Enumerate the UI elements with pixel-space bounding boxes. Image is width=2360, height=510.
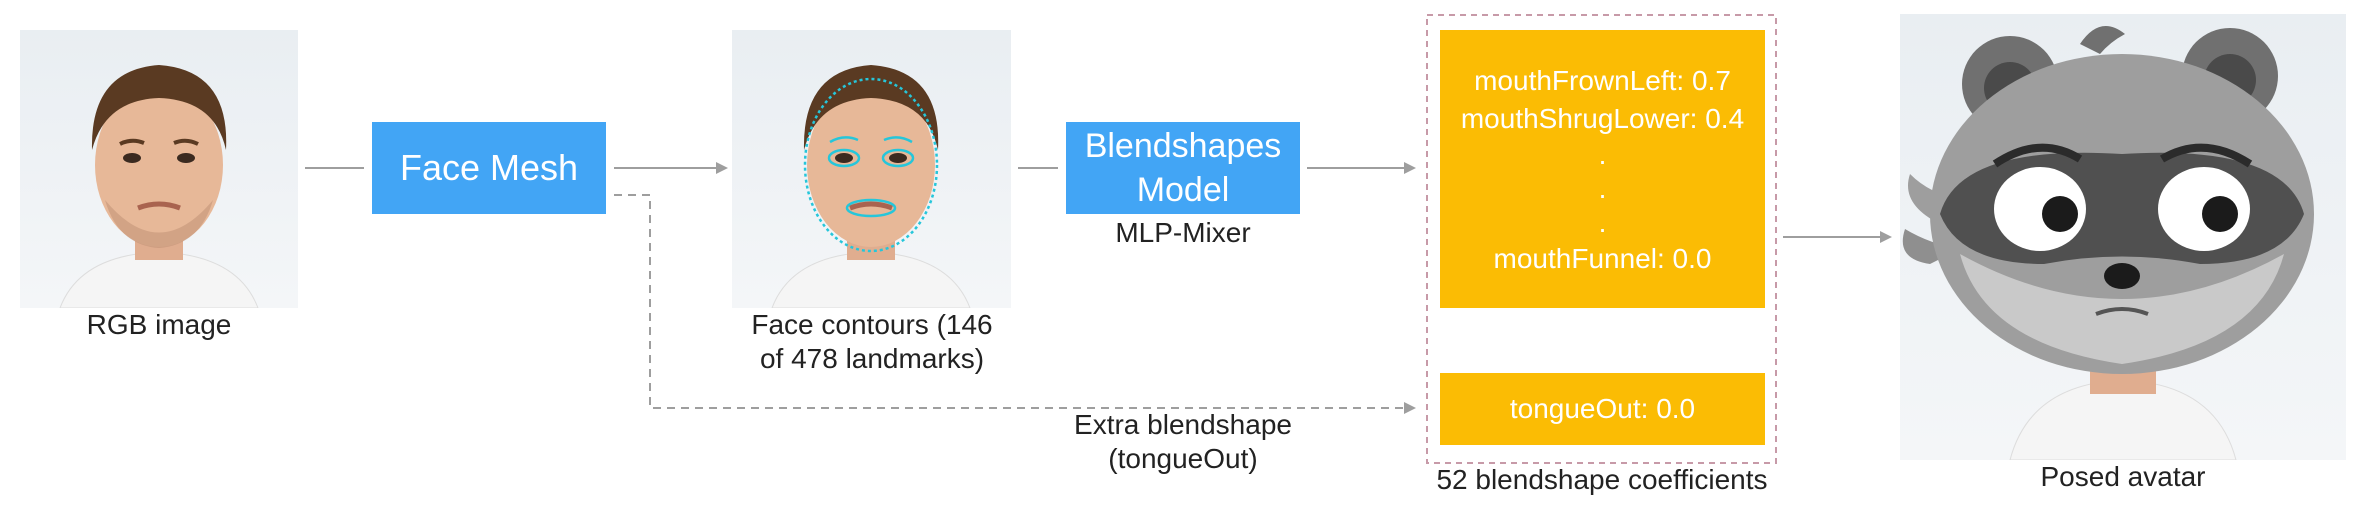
extra-blendshape-caption: Extra blendshape (tongueOut): [1042, 408, 1324, 476]
face-illustration: [59, 65, 259, 308]
coefficients-frame: [1426, 14, 1777, 464]
coeff-mouth-shrug-lower: mouthShrugLower: 0.4: [1460, 103, 1745, 134]
blendshapes-label-line2: Model: [1136, 171, 1230, 209]
face-mesh-label: Face Mesh: [399, 147, 579, 188]
rgb-caption: RGB image: [86, 309, 232, 340]
coeff-ellipsis-2: .: [1598, 173, 1607, 204]
face-contours-illustration: [771, 65, 971, 308]
contours-caption-line1: Face contours (146: [751, 309, 993, 340]
coeff-ellipsis-3: .: [1598, 207, 1607, 238]
avatar-caption: Posed avatar: [2040, 461, 2206, 492]
coefficients-box: mouthFrownLeft: 0.7 mouthShrugLower: 0.4…: [1440, 30, 1765, 308]
rgb-image: [20, 30, 298, 308]
blendshapes-model-box: Blendshapes Model: [1066, 122, 1300, 214]
coeff-mouth-frown-left: mouthFrownLeft: 0.7: [1474, 65, 1731, 96]
blendshapes-sub-caption: MLP-Mixer: [1115, 217, 1251, 248]
contours-caption-line2: of 478 landmarks): [759, 343, 985, 374]
posed-avatar-image: [1900, 14, 2346, 460]
dashed-extra-path: [614, 194, 1416, 414]
coefficients-caption: 52 blendshape coefficients: [1436, 464, 1768, 495]
extra-caption-line1: Extra blendshape: [1074, 409, 1292, 440]
tongue-out-box: tongueOut: 0.0: [1440, 373, 1765, 445]
contours-caption: Face contours (146 of 478 landmarks): [712, 308, 1032, 376]
coeff-mouth-funnel: mouthFunnel: 0.0: [1493, 243, 1712, 274]
face-contours-image: [732, 30, 1011, 308]
extra-caption-line2: (tongueOut): [1108, 443, 1258, 474]
face-mesh-box: Face Mesh: [372, 122, 606, 214]
tongue-out-label: tongueOut: 0.0: [1509, 393, 1696, 424]
blendshapes-label-line1: Blendshapes: [1084, 127, 1282, 165]
avatar-illustration: [1902, 26, 2314, 460]
coeff-ellipsis-1: .: [1598, 139, 1607, 170]
